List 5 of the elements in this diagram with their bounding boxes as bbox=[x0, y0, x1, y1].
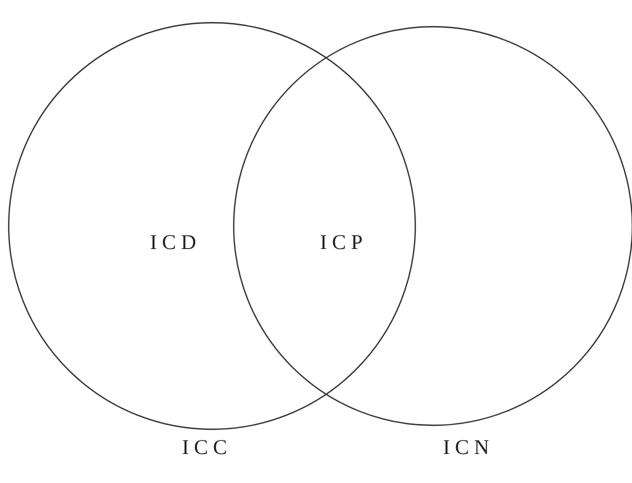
set-name: ICN bbox=[443, 437, 494, 458]
intersection-label: ICP bbox=[320, 232, 368, 253]
set-label: ICD bbox=[150, 232, 202, 253]
set-name: ICC bbox=[182, 437, 232, 458]
venn-circle bbox=[8, 22, 416, 430]
